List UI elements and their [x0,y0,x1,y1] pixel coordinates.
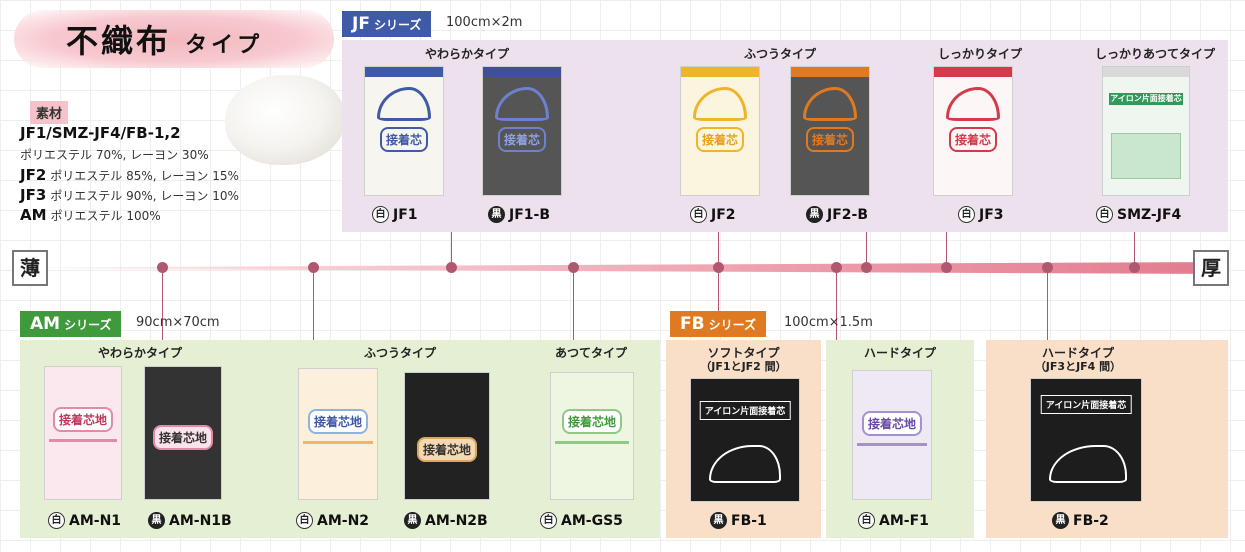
package-jf1-b: 接着芯 [482,66,562,196]
fb1-type: ソフトタイプ [707,346,780,360]
connector-jf3 [946,232,947,268]
connector-am-soft [162,268,163,340]
jf-type-thick: しっかりあつてタイプ [1094,47,1215,61]
am-type-thick: あつてタイプ [554,346,627,360]
connector-jf4 [1134,232,1135,268]
fb2-note: （JF3とJF4 間） [1034,360,1122,373]
title-background [14,10,334,68]
package-smz-jf4: アイロン片面接着芯 [1102,66,1190,196]
material-label: 素材 [30,101,69,124]
jf-type-normal: ふつうタイプ [743,47,816,61]
connector-am-normal [313,268,314,340]
connector-fb2 [1047,268,1048,340]
fabric-photo [225,75,345,165]
package-am-n1: 接着芯地 [44,366,122,500]
material-row: JF1/SMZ-JF4/FB-1,2 [20,124,181,142]
connector-jf1 [451,232,452,268]
scale-thin-label: 薄 [12,250,48,286]
package-fb-2: アイロン片面接着芯 [1030,378,1142,502]
connector-jf2b [866,232,867,268]
am-f1-type: ハードタイプ [863,346,936,360]
package-jf1: 接着芯 [364,66,444,196]
scale-dot-jf2 [713,262,724,273]
package-am-f1: 接着芯地 [852,370,932,500]
scale-dot-jf2b [861,262,872,273]
jf-type-firm: しっかりタイプ [937,47,1022,61]
package-am-n2b: 接着芯地 [404,372,490,500]
connector-am-thick [573,268,574,340]
package-am-n2: 接着芯地 [298,368,378,500]
jf-type-soft: やわらかタイプ [424,47,509,61]
package-fb-1: アイロン片面接着芯 [690,378,800,502]
fb1-note: （JF1とJF2 間） [700,360,787,373]
scale-dot-jf3 [941,262,952,273]
scale-dot-am-soft [157,262,168,273]
package-am-n1b: 接着芯地 [144,366,222,500]
package-jf3: 接着芯 [933,66,1013,196]
scale-dot-fb2 [1042,262,1053,273]
am-size: 90cm×70cm [136,315,220,330]
jf-size: 100cm×2m [446,15,523,30]
scale-dot-amf [831,262,842,273]
am-type-soft: やわらかタイプ [97,346,182,360]
package-am-gs5: 接着芯地 [550,372,634,500]
fb-size: 100cm×1.5m [784,315,873,330]
am-type-normal: ふつうタイプ [363,346,436,360]
material-desc: ポリエステル 70%, レーヨン 30% [20,148,209,162]
connector-fb1 [718,268,719,312]
scale-dot-jf1 [446,262,457,273]
scale-dot-am-normal [308,262,319,273]
scale-thick-label: 厚 [1193,250,1229,286]
scale-dot-am-thick [568,262,579,273]
jf-series-panel [342,40,1228,232]
package-jf2: 接着芯 [680,66,760,196]
connector-jf2 [718,232,719,268]
scale-dot-jf4 [1129,262,1140,273]
fb2-type: ハードタイプ [1041,346,1114,360]
connector-amf [836,268,837,340]
page-title: 不織布 タイプ [66,22,264,60]
package-jf2-b: 接着芯 [790,66,870,196]
